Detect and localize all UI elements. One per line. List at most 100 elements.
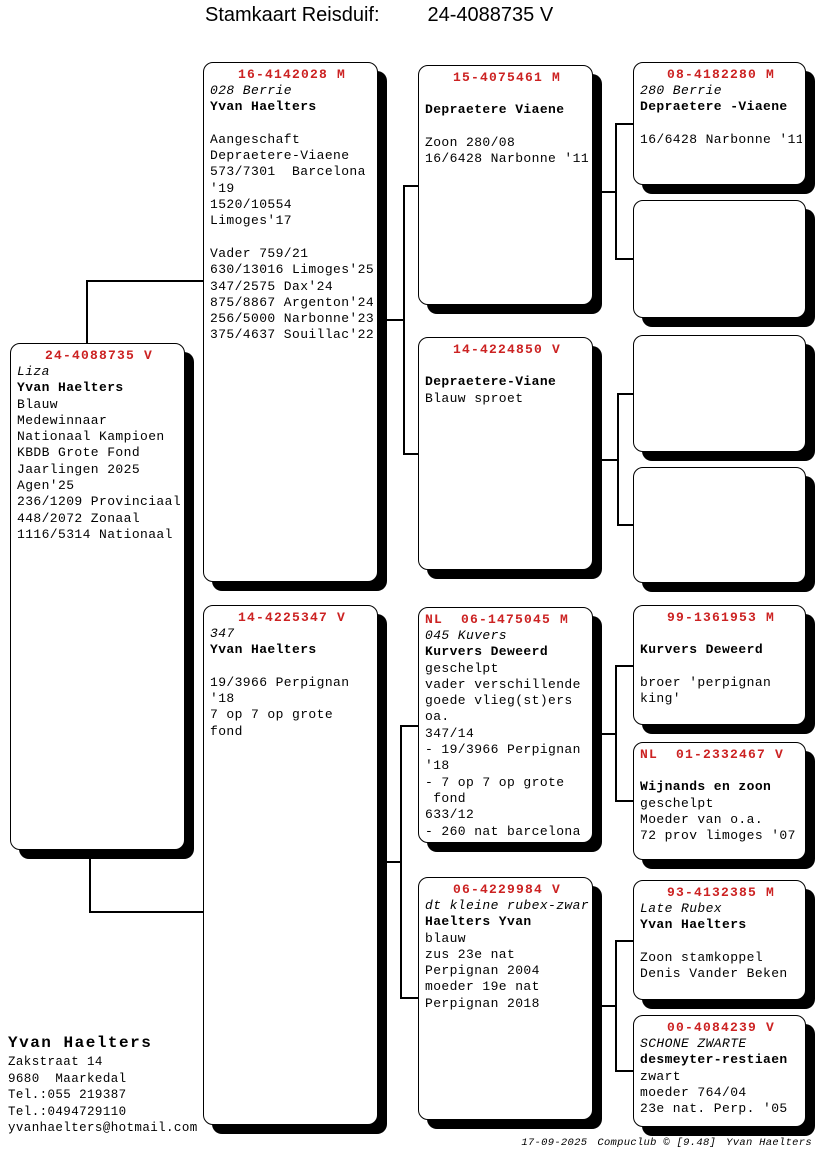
box-line: 875/8867 Argenton'24 bbox=[210, 294, 374, 310]
box-line: fond bbox=[210, 723, 243, 739]
box-line: Perpignan 2004 bbox=[425, 963, 540, 979]
connector-line bbox=[615, 123, 617, 259]
box-line bbox=[640, 116, 802, 132]
connector-line bbox=[593, 1005, 615, 1007]
box-line: Agen'25 bbox=[17, 478, 75, 494]
box-line: zus 23e nat bbox=[425, 946, 516, 962]
connector-line bbox=[593, 459, 617, 461]
box-line: 16/6428 Narbonne '11 bbox=[640, 131, 802, 147]
box-line: 236/1209 Provinciaal bbox=[17, 494, 181, 510]
box-line bbox=[425, 86, 589, 102]
box-line: Yvan Haelters bbox=[210, 99, 317, 115]
box-line: Yvan Haelters bbox=[640, 917, 747, 933]
box-line: 280 Berrie bbox=[640, 83, 723, 98]
box-line: 1116/5314 Nationaal bbox=[17, 526, 173, 542]
connector-line bbox=[615, 123, 633, 125]
box-line: vader verschillende bbox=[425, 676, 581, 692]
box-line: 16/6428 Narbonne '11 bbox=[425, 151, 589, 167]
connector-line bbox=[615, 940, 617, 1071]
box-line bbox=[640, 934, 802, 950]
box-line bbox=[210, 659, 374, 675]
box-line: 347 bbox=[210, 626, 235, 641]
box-line: 573/7301 Barcelona bbox=[210, 164, 366, 180]
box-line: Zoon stamkoppel bbox=[640, 949, 764, 965]
box-line: 347/14 bbox=[425, 725, 475, 741]
page-title: Stamkaart Reisduif:24-4088735 V bbox=[205, 4, 553, 27]
box-line: 23e nat. Perp. '05 bbox=[640, 1101, 788, 1117]
box-line bbox=[640, 626, 802, 642]
ring-number bbox=[640, 339, 802, 356]
ring-number: NL 01-2332467 V bbox=[640, 747, 785, 762]
box-line: Depraetere-Viaene bbox=[210, 148, 350, 164]
ring-number: 14-4224850 V bbox=[452, 342, 561, 357]
connector-line bbox=[403, 453, 418, 455]
box-line: Blauw bbox=[17, 396, 59, 412]
box-line: 256/5000 Narbonne'23 bbox=[210, 311, 374, 327]
connector-line bbox=[615, 940, 633, 942]
box-line: '19 bbox=[210, 180, 235, 196]
owner-line: Tel.:0494729110 bbox=[8, 1104, 127, 1119]
box-line: Depraetere -Viaene bbox=[640, 99, 788, 115]
box-line: geschelpt bbox=[640, 795, 714, 811]
box-line: Yvan Haelters bbox=[17, 380, 124, 396]
ring-number: 99-1361953 M bbox=[666, 610, 775, 625]
box-line: SCHONE ZWARTE bbox=[640, 1036, 747, 1051]
box-line: 375/4637 Souillac'22 bbox=[210, 327, 374, 343]
connector-line bbox=[615, 800, 633, 802]
box-line: Vader 759/21 bbox=[210, 245, 309, 261]
connector-line bbox=[86, 280, 203, 282]
pedigree-box-greatgrandparent-5: 99-1361953 M Kurvers Deweerd broer 'perp… bbox=[633, 605, 806, 725]
box-line: 448/2072 Zonaal bbox=[17, 510, 141, 526]
box-line: Wijnands en zoon bbox=[640, 779, 772, 795]
connector-line bbox=[593, 733, 615, 735]
box-line: Perpignan 2018 bbox=[425, 995, 540, 1011]
box-line: 633/12 bbox=[425, 807, 475, 823]
box-line: Depraetere-Viane bbox=[425, 374, 557, 390]
box-line: moeder 764/04 bbox=[640, 1084, 747, 1100]
title-label: Stamkaart Reisduif: bbox=[205, 4, 380, 26]
box-line: 347/2575 Dax'24 bbox=[210, 278, 334, 294]
box-line: Zoon 280/08 bbox=[425, 134, 516, 150]
box-line: geschelpt bbox=[425, 660, 499, 676]
connector-line bbox=[400, 997, 418, 999]
connector-line bbox=[615, 665, 617, 801]
connector-line bbox=[615, 258, 633, 260]
box-line bbox=[210, 230, 374, 246]
connector-line bbox=[400, 725, 418, 727]
owner-line: Tel.:055 219387 bbox=[8, 1088, 127, 1103]
connector-line bbox=[400, 725, 402, 998]
pedigree-box-grandfather-paternal: 15-4075461 M Depraetere Viaene Zoon 280/… bbox=[418, 65, 593, 305]
box-line: Yvan Haelters bbox=[210, 642, 317, 658]
box-line: '18 bbox=[210, 691, 235, 707]
owner-line: yvanhaelters@hotmail.com bbox=[8, 1121, 198, 1136]
box-line: Aangeschaft bbox=[210, 131, 301, 147]
box-line: 1520/10554 bbox=[210, 197, 293, 213]
box-line: 045 Kuvers bbox=[425, 628, 508, 643]
owner-name: Yvan Haelters bbox=[8, 1034, 153, 1052]
ring-number: NL 06-1475045 M bbox=[425, 612, 570, 627]
box-line: king' bbox=[640, 691, 682, 707]
ring-number: 00-4084239 V bbox=[666, 1020, 775, 1035]
box-line: dt kleine rubex-zwar bbox=[425, 898, 589, 913]
box-line: oa. bbox=[425, 709, 450, 725]
box-line: moeder 19e nat bbox=[425, 979, 540, 995]
footer-program: Compuclub © [9.48] bbox=[597, 1137, 717, 1149]
box-line: desmeyter-restiaen bbox=[640, 1052, 788, 1068]
